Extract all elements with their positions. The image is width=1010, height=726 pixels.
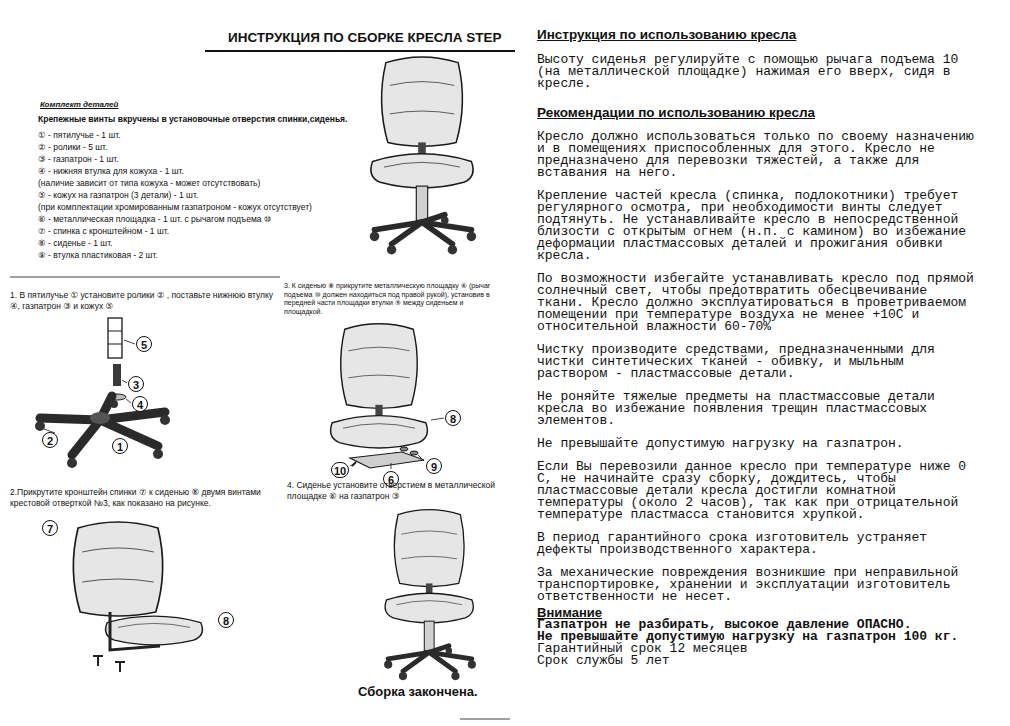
body-paragraph: По возможности избегайте устанавливать к… [537,273,977,333]
illustration-part [350,452,424,468]
body-paragraph: Не роняйте тяжелые предметы на пластмасс… [537,391,977,427]
illustration-part [73,522,162,616]
illustration-part [352,462,356,466]
warning-heading: Внимание [537,606,977,619]
illustration-part [122,380,127,383]
body-paragraph: Не превышайте допустимую нагрузку на газ… [537,438,977,450]
illustration-part [205,50,515,52]
illustration-part [40,396,165,455]
illustration-part [385,593,473,623]
warning-text: Газпатрон не разбирать, высокое давление… [537,619,997,631]
illustration-part [153,449,163,459]
part-list-item: ⑥ - металлическая площадка - 1 шт. с рыч… [38,214,271,225]
illustration-part [35,421,45,431]
illustration-part [100,420,158,446]
illustration-part [160,415,170,425]
body-paragraph: Чистку производите средствами, предназна… [537,344,977,380]
callout-number: 9 [426,458,442,474]
callout-number: 5 [136,336,152,352]
callout-number: 7 [42,520,58,536]
illustration-part [108,344,122,345]
illustration-part [400,447,408,451]
illustration-part [124,340,135,344]
section-heading: Инструкция по использованию кресла [537,28,977,42]
illustration-part [73,522,162,616]
illustration-part [10,277,280,278]
part-list-item: ⑧ - сиденье - 1 шт. [38,238,112,249]
part-list-item: ⑨ - втулка пластиковая - 2 шт. [38,250,158,261]
illustration-part [331,324,428,448]
callout-number: 8 [218,612,234,628]
illustration-part [370,186,476,254]
illustration-part [72,420,100,455]
illustration-part [384,510,476,681]
illustration-part [110,612,160,650]
illustration-part [108,331,122,332]
callout-number: 10 [331,462,349,478]
illustration-part [418,455,424,461]
part-list-item: ⑤ - кожух на газпатрон (3 детали) - 1 шт… [38,190,198,201]
illustration-part [341,324,418,409]
illustration-part [382,57,463,146]
illustration-part [110,400,118,408]
part-list-item: ④ - нижняя втулка для кожуха - 1 шт. [38,166,184,177]
step-text: 4. Сиденье установите отверстием в метал… [287,480,502,501]
step-text: 2.Прикрутите кронштейн спинки ⑦ к сидень… [10,487,282,508]
part-list-item: ③ - газпатрон - 1 шт. [38,154,119,165]
body-paragraph: Кресло должно использоваться только по с… [537,131,977,179]
callout-number: 1 [112,438,128,454]
illustration-part [371,154,473,188]
illustration-part [106,616,203,645]
final-note: Сборка закончена. [358,684,478,699]
part-list-item: ① - пятилучье - 1 шт. [38,130,121,141]
step-text: 3. К сиденью ⑧ прикрутите металлическую … [284,282,502,316]
illustration-part [67,458,77,468]
illustration-part [106,616,203,645]
part-list-item: ② - ролики - 5 шт. [38,142,107,153]
illustration-part [410,451,418,455]
body-paragraph: Крепление частей кресла (спинка, подлоко… [537,190,977,262]
step-text: 1. В пятилучье ① установите ролики ② , п… [10,290,275,311]
kit-note: Крепежные винты вкручены в установочные … [38,114,347,124]
illustration-part [93,656,125,672]
callout-number: 3 [128,376,144,392]
illustration-part [391,463,392,469]
illustration-part [35,318,170,468]
kit-heading: Комплект деталей [40,100,118,109]
illustration-part [44,340,135,433]
illustration-part [331,416,428,448]
body-paragraph: В период гарантийного срока изготовитель… [537,532,977,556]
callout-number: 8 [445,410,461,426]
body-paragraph: Если Вы перевозили данное кресло при тем… [537,461,977,521]
illustration-part [350,465,352,466]
illustration-part [394,510,464,587]
illustration-part [113,364,121,386]
part-list-item: ⑦ - спинка с кронштейном - 1 шт. [38,226,169,237]
part-list-item: (при комплектации хромированным газпатро… [38,202,312,213]
callout-number: 2 [42,432,58,448]
warning-text: Не превышайте допустимую нагрузку на газ… [537,631,997,643]
body-paragraph: За механические повреждения возникшие пр… [537,567,977,603]
body-paragraph: Высоту сиденья регулируйте с помощью рыч… [537,54,977,90]
illustration-part [90,412,110,424]
body-paragraph: Срок службы 5 лет [537,655,977,667]
illustration-part [460,719,510,720]
illustration-part [384,621,476,680]
illustration-part [126,399,131,403]
body-paragraph: Гарантийный срок 12 месяцев [537,643,977,655]
section-heading: Рекомендации по использованию кресла [537,106,977,120]
illustration-part [35,400,170,468]
callout-number: 4 [132,396,148,412]
part-list-item: (наличие зависит от типа кожуха - может … [38,178,260,189]
illustration-part [431,418,444,420]
illustration-part [108,318,122,358]
page-title: ИНСТРУКЦИЯ ПО СБОРКЕ КРЕСЛА STEP [228,30,501,45]
illustration-part [370,57,476,255]
